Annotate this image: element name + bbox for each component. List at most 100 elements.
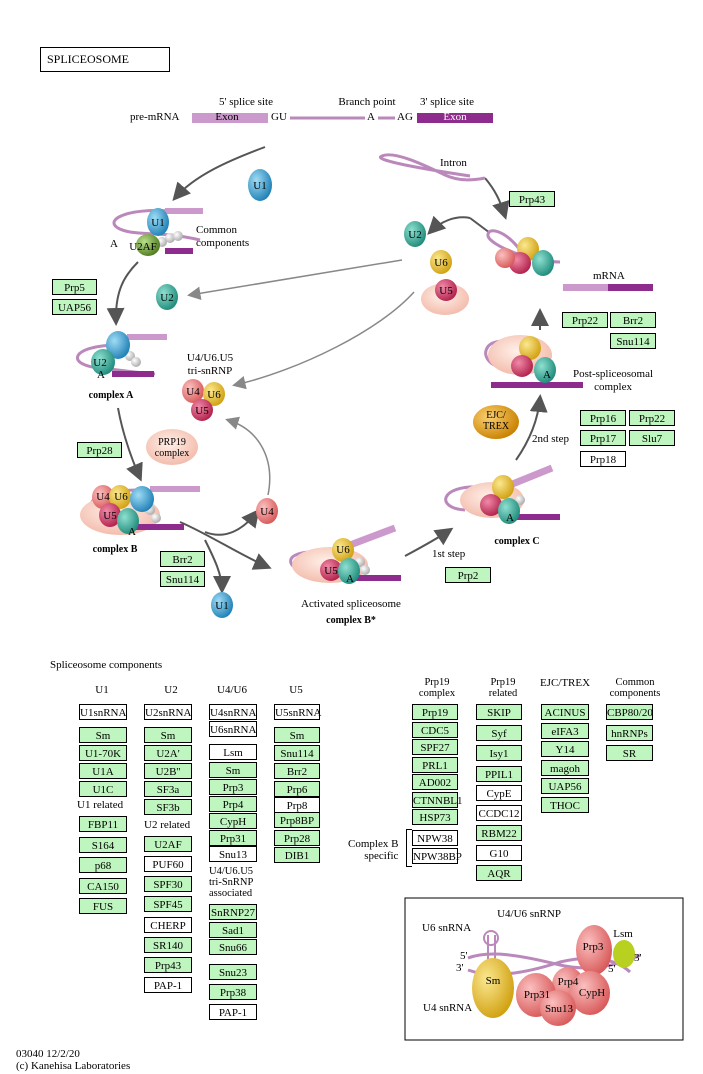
gene-box-prp28[interactable]: Prp28 [274, 829, 320, 846]
exon2-label: Exon [443, 111, 467, 123]
gene-box-sm[interactable]: Sm [274, 727, 320, 743]
gene-box-prp19[interactable]: Prp19 [412, 704, 458, 720]
gene-box-ppil1[interactable]: PPIL1 [476, 765, 522, 782]
gene-box-sm[interactable]: Sm [209, 762, 257, 778]
gene-box-cbp80-20[interactable]: CBP80/20 [606, 704, 653, 720]
gene-box-uap56[interactable]: UAP56 [541, 778, 589, 794]
gene-box-snu23[interactable]: Snu23 [209, 964, 257, 980]
gene-box-prp18[interactable]: Prp18 [580, 451, 626, 467]
first-step-label: 1st step [432, 548, 466, 560]
gene-box-prp22-top[interactable]: Prp22 [562, 312, 608, 328]
ag-label: AG [397, 111, 413, 123]
gene-box-sm[interactable]: Sm [144, 727, 192, 743]
gene-box-g10[interactable]: G10 [476, 845, 522, 861]
gene-box-dib1[interactable]: DIB1 [274, 847, 320, 863]
gene-box-u1snrna[interactable]: U1snRNA [79, 704, 127, 720]
gene-box-prl1[interactable]: PRL1 [412, 756, 458, 773]
gene-box-pap-1[interactable]: PAP-1 [209, 1004, 257, 1020]
gene-box-ca150[interactable]: CA150 [79, 877, 127, 894]
gene-box-prp8[interactable]: Prp8 [274, 797, 320, 813]
gene-box-fbp11[interactable]: FBP11 [79, 816, 127, 832]
gene-box-aqr[interactable]: AQR [476, 865, 522, 881]
prp19-complex-header: Prp19 complex [418, 677, 456, 699]
gene-box-prp8bp[interactable]: Prp8BP [274, 812, 320, 828]
gene-box-fus[interactable]: FUS [79, 898, 127, 914]
u4-three-prime: 3' [456, 962, 464, 974]
gene-box-npw38[interactable]: NPW38 [412, 830, 458, 846]
svg-text:A: A [97, 369, 105, 381]
common-components-header: Common components [609, 677, 661, 699]
gene-box-u4snrna[interactable]: U4snRNA [209, 704, 257, 720]
gene-box-prp16[interactable]: Prp16 [580, 410, 626, 426]
gene-box-u2snrna[interactable]: U2snRNA [144, 704, 192, 720]
gene-box-npw38bp[interactable]: NPW38BP [412, 848, 462, 864]
gene-box-snu114[interactable]: Snu114 [274, 745, 320, 761]
gene-box-u1c[interactable]: U1C [79, 781, 127, 797]
gene-box-slu7[interactable]: Slu7 [629, 430, 675, 446]
gene-box-prp43[interactable]: Prp43 [144, 957, 192, 973]
gene-box-rbm22[interactable]: RBM22 [476, 825, 522, 841]
gene-box-puf60[interactable]: PUF60 [144, 856, 192, 872]
gene-box-sad1[interactable]: Sad1 [209, 921, 257, 938]
inset-prp4: Prp4 [557, 976, 579, 988]
gene-box-brr2[interactable]: Brr2 [274, 763, 320, 779]
gene-box-prp31[interactable]: Prp31 [209, 830, 257, 846]
gene-box-syf[interactable]: Syf [476, 724, 522, 741]
gene-box-s164[interactable]: S164 [79, 836, 127, 853]
gene-box-cherp[interactable]: CHERP [144, 917, 192, 933]
gene-box-cype[interactable]: CypE [476, 785, 522, 801]
gene-box-sf3b[interactable]: SF3b [144, 799, 192, 815]
gene-box-snu66[interactable]: Snu66 [209, 939, 257, 955]
footer-copyright: (c) Kanehisa Laboratories [16, 1060, 131, 1072]
gene-box-prp4[interactable]: Prp4 [209, 796, 257, 812]
gene-box-snrnp27[interactable]: SnRNP27 [209, 904, 257, 920]
gene-box-acinus[interactable]: ACINUS [541, 704, 589, 720]
gene-box-skip[interactable]: SKIP [476, 704, 522, 720]
gene-box-p68[interactable]: p68 [79, 857, 127, 873]
gene-box-ad002[interactable]: AD002 [412, 774, 458, 790]
gene-box-u2b-[interactable]: U2B'' [144, 763, 192, 779]
inset-snu13: Snu13 [544, 1003, 574, 1015]
gene-box-spf45[interactable]: SPF45 [144, 896, 192, 912]
gene-box-hnrnps[interactable]: hnRNPs [606, 724, 653, 741]
gene-box-u6snrna[interactable]: U6snRNA [209, 721, 257, 737]
gene-box-spf30[interactable]: SPF30 [144, 876, 192, 892]
gene-box-sf3a[interactable]: SF3a [144, 781, 192, 797]
gene-box-u1a[interactable]: U1A [79, 763, 127, 779]
gene-box-prp17[interactable]: Prp17 [580, 430, 626, 446]
gene-box-y14[interactable]: Y14 [541, 741, 589, 757]
gene-box-hsp73[interactable]: HSP73 [412, 809, 458, 825]
gene-box-prp3[interactable]: Prp3 [209, 779, 257, 795]
gene-box-isy1[interactable]: Isy1 [476, 745, 522, 761]
gene-box-u2af[interactable]: U2AF [144, 836, 192, 852]
gene-box-prp5[interactable]: Prp5 [52, 279, 97, 295]
gene-box-brr2[interactable]: Brr2 [160, 551, 205, 567]
gene-box-u2a-[interactable]: U2A' [144, 745, 192, 761]
gene-box-prp38[interactable]: Prp38 [209, 984, 257, 1000]
gene-box-prp28[interactable]: Prp28 [77, 442, 122, 458]
gene-box-u5snrna[interactable]: U5snRNA [274, 704, 321, 720]
gene-box-snu114-top[interactable]: Snu114 [610, 333, 656, 349]
gene-box-thoc[interactable]: THOC [541, 796, 589, 813]
gene-box-pap-1[interactable]: PAP-1 [144, 977, 192, 993]
gene-box-prp6[interactable]: Prp6 [274, 781, 320, 797]
gene-box-prp43[interactable]: Prp43 [509, 191, 555, 207]
gene-box-cyph[interactable]: CypH [209, 813, 257, 829]
gene-box-lsm[interactable]: Lsm [209, 744, 257, 760]
gene-box-prp22[interactable]: Prp22 [629, 410, 675, 426]
gene-box-snu114[interactable]: Snu114 [160, 571, 205, 587]
gene-box-prp2[interactable]: Prp2 [445, 567, 491, 583]
gene-box-uap56[interactable]: UAP56 [52, 299, 97, 315]
gene-box-sr[interactable]: SR [606, 745, 653, 761]
gene-box-sr140[interactable]: SR140 [144, 937, 192, 953]
gene-box-sm[interactable]: Sm [79, 727, 127, 743]
gene-box-eifa3[interactable]: eIFA3 [541, 722, 589, 739]
gene-box-spf27[interactable]: SPF27 [412, 739, 458, 755]
gene-box-u1-70k[interactable]: U1-70K [79, 745, 127, 761]
gene-box-magoh[interactable]: magoh [541, 759, 589, 776]
gene-box-snu13[interactable]: Snu13 [209, 846, 257, 862]
gene-box-ctnnbl1[interactable]: CTNNBL1 [412, 791, 463, 808]
gene-box-cdc5[interactable]: CDC5 [412, 721, 458, 738]
gene-box-ccdc12[interactable]: CCDC12 [476, 805, 522, 821]
gene-box-brr2-top[interactable]: Brr2 [610, 312, 656, 328]
